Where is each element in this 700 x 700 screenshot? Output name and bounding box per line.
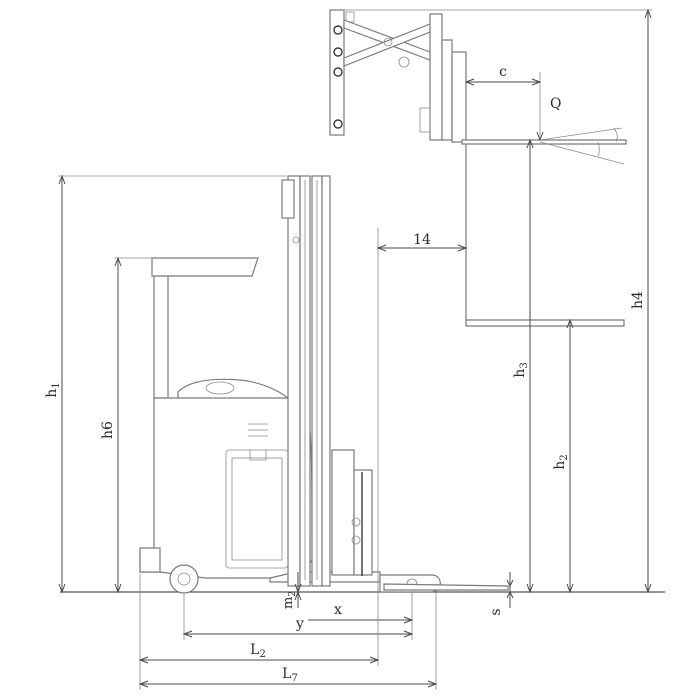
label-m2: m2 [281,591,298,609]
dimension-labels: h1 h6 h3 h2 h4 c Q 14 m2 x y s L2 L7 [44,64,646,684]
label-L7: L7 [282,666,298,684]
label-14: 14 [413,232,431,248]
truck-body [139,175,509,594]
label-c: c [499,64,507,80]
label-L2: L2 [250,642,266,660]
mid-height-fork [465,144,625,327]
label-h2: h2 [552,454,570,469]
label-h1: h1 [44,382,62,397]
label-x: x [334,602,342,618]
label-h6: h6 [100,421,116,439]
label-s: s [488,608,504,615]
raised-pantograph [329,9,627,145]
label-Q: Q [550,96,561,112]
label-h4: h4 [630,291,646,309]
label-y: y [295,616,304,632]
dimension-lines [58,8,652,690]
label-h3: h3 [512,362,530,377]
